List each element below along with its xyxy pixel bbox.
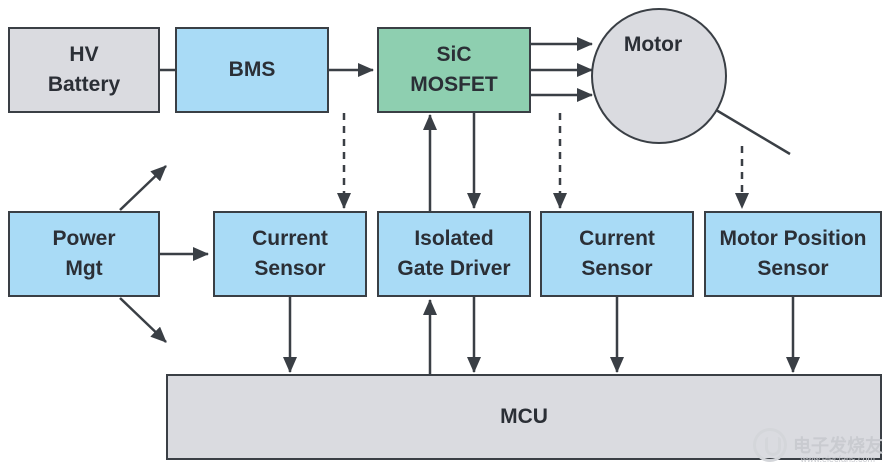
bms-block: BMS bbox=[175, 27, 329, 113]
hv-battery-block: HV Battery bbox=[8, 27, 160, 113]
power-up-arrow bbox=[119, 165, 167, 211]
watermark-text: 电子发烧友 bbox=[793, 436, 883, 456]
watermark: 电子发烧友 www.elecfans.com bbox=[753, 428, 883, 464]
elecfans-logo-icon bbox=[753, 428, 787, 462]
power-mgt-block: Power Mgt bbox=[8, 211, 160, 297]
isolated-gate-driver-block: Isolated Gate Driver bbox=[377, 211, 531, 297]
current-sensor-block-2: Current Sensor bbox=[540, 211, 694, 297]
motor-position-sensor-block: Motor Position Sensor bbox=[704, 211, 882, 297]
motor-label: Motor bbox=[623, 33, 683, 56]
motor-circle bbox=[591, 8, 727, 144]
power-down-arrow bbox=[119, 297, 167, 343]
current-sensor-block-1: Current Sensor bbox=[213, 211, 367, 297]
sic-mosfet-block: SiC MOSFET bbox=[377, 27, 531, 113]
watermark-url: www.elecfans.com bbox=[800, 454, 875, 464]
